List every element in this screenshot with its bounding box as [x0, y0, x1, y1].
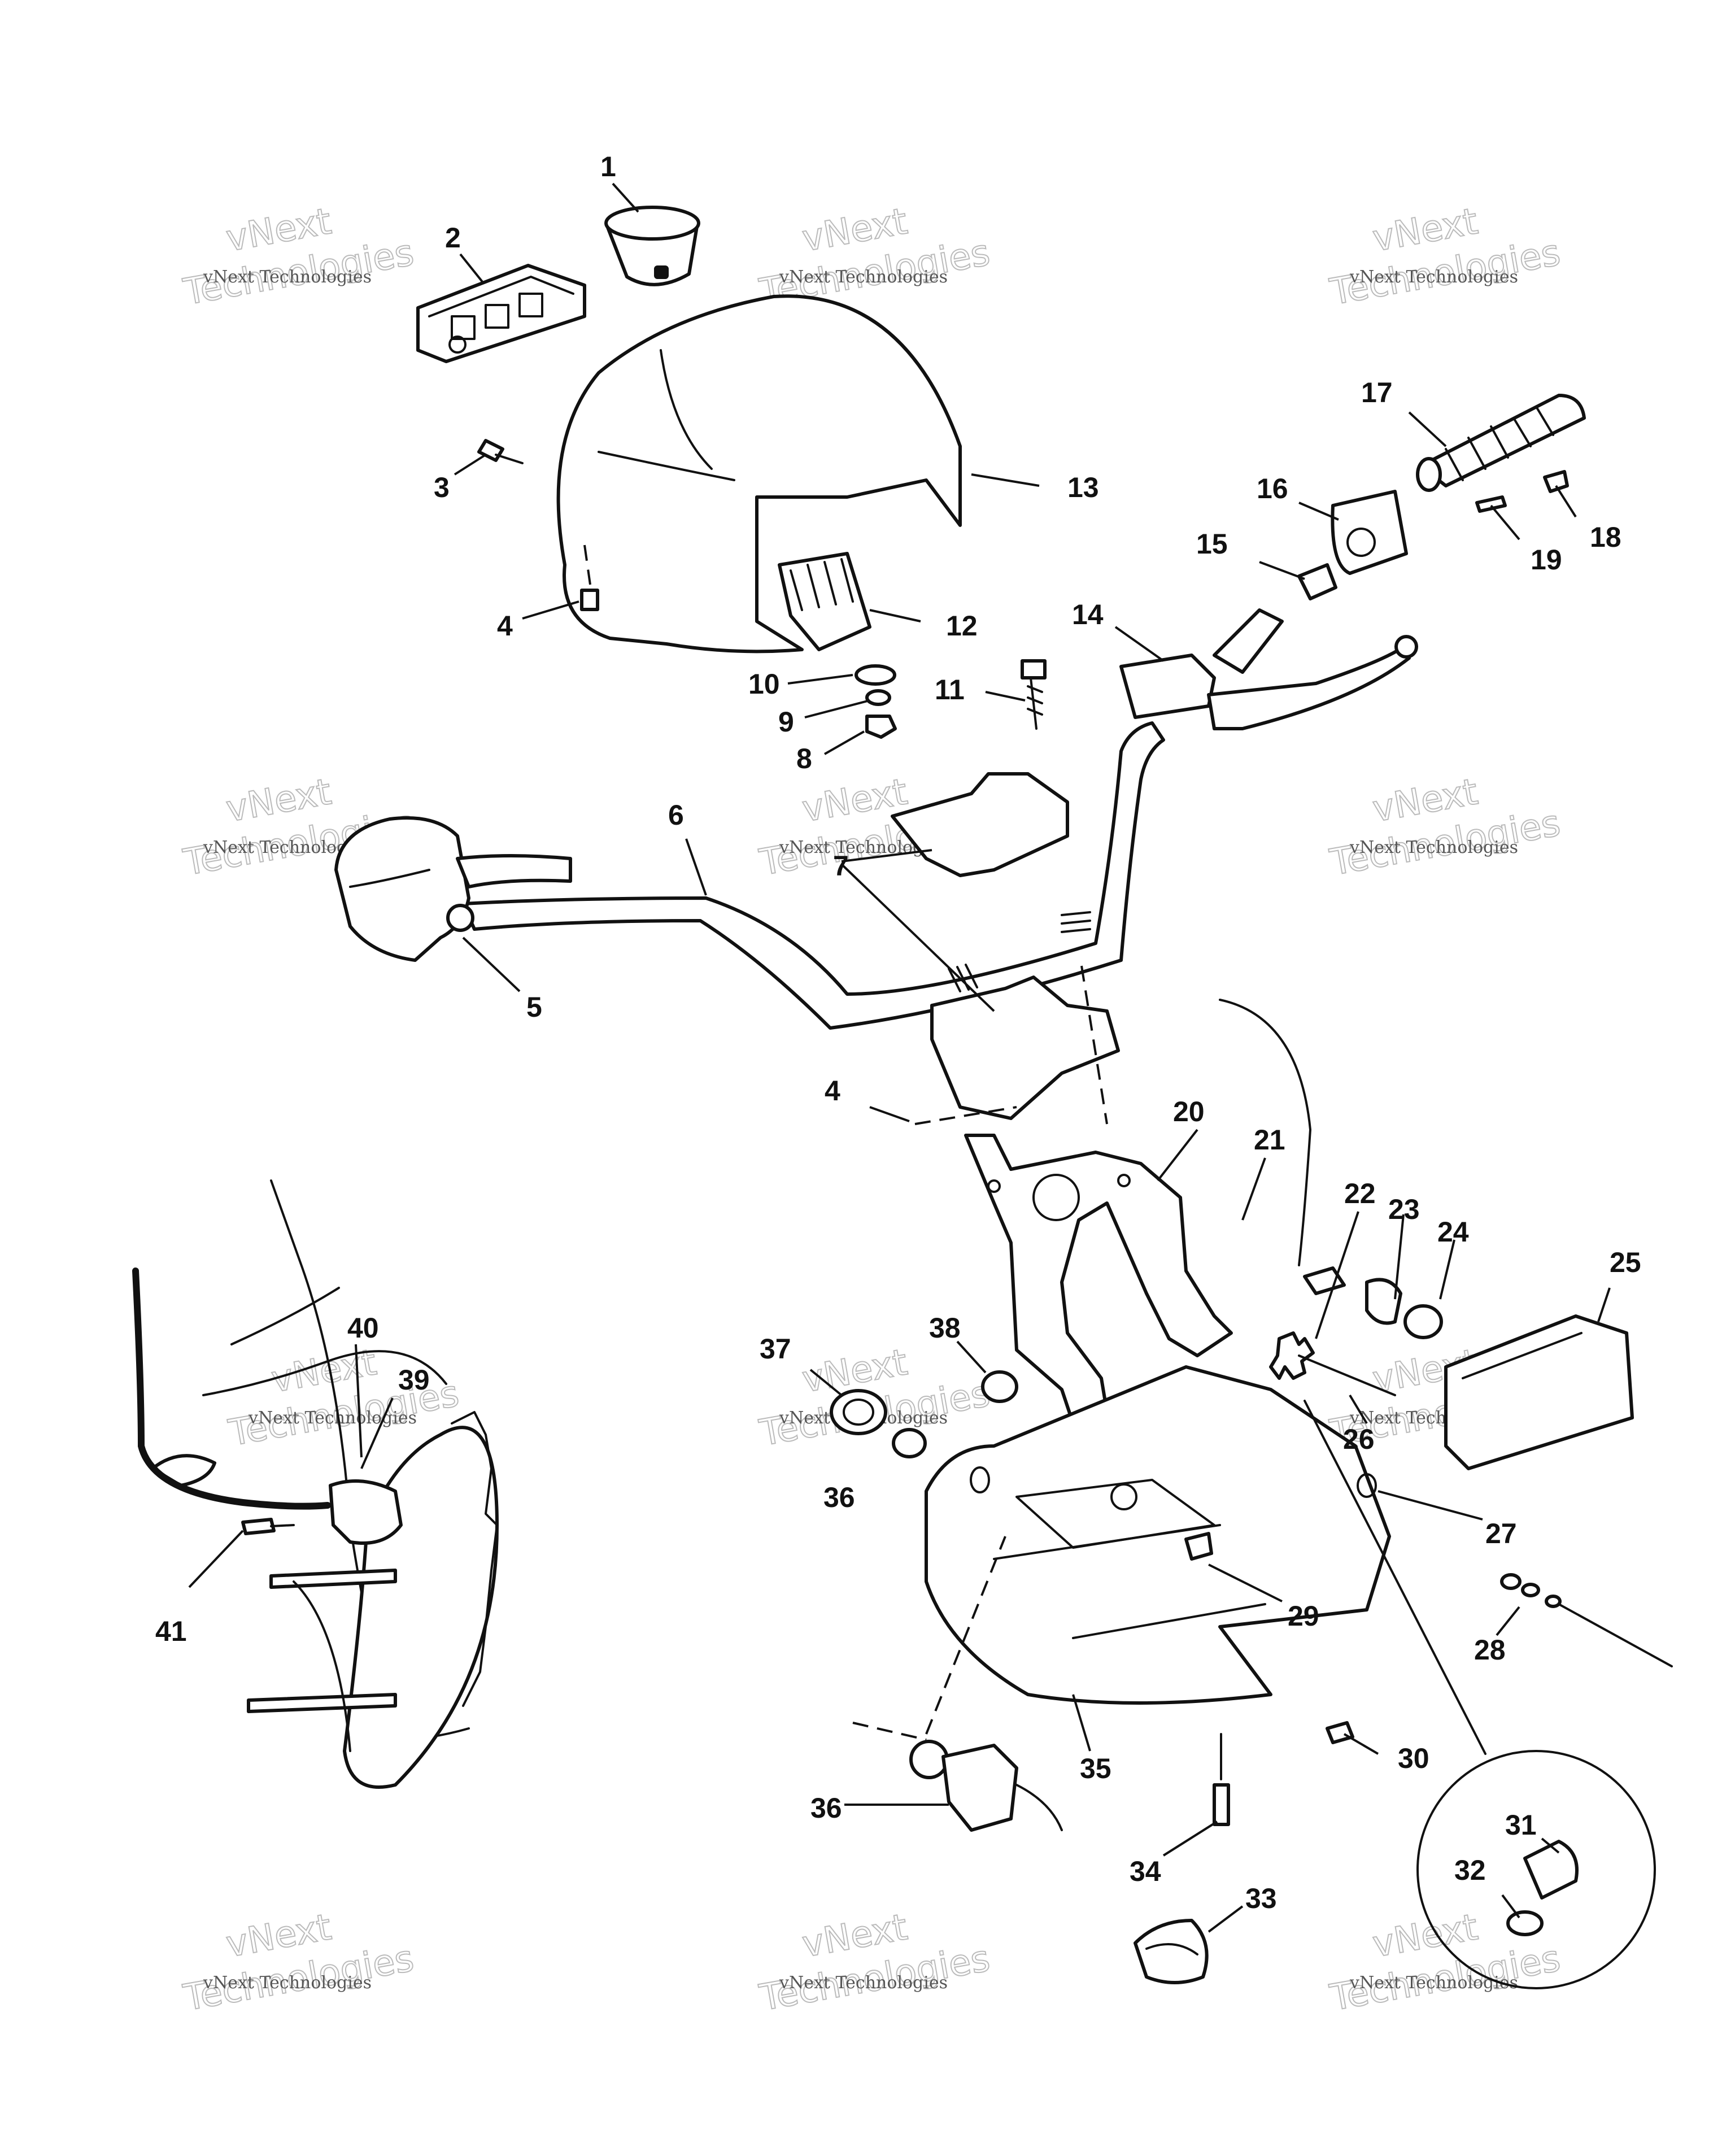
callout-25: 25 — [1610, 1247, 1641, 1278]
watermark-text: vNext Technologies — [1349, 1973, 1518, 1993]
callout-35: 35 — [1080, 1753, 1111, 1784]
callout-26: 26 — [1343, 1423, 1375, 1455]
callout-18: 18 — [1590, 521, 1621, 553]
part-ignition-switch — [852, 1536, 1063, 1832]
callout-13: 13 — [1067, 472, 1099, 503]
part-handlebar — [461, 721, 1165, 1030]
callout-9: 9 — [778, 706, 794, 738]
callout-32: 32 — [1454, 1854, 1486, 1886]
callout-27: 27 — [1485, 1518, 1517, 1549]
watermark-text: vNext Technologies — [779, 267, 948, 287]
callout-10: 10 — [748, 668, 780, 700]
callout-39: 39 — [398, 1364, 430, 1396]
callout-29: 29 — [1288, 1600, 1319, 1632]
watermark-text: vNext Technologies — [1349, 267, 1518, 287]
callout-11: 11 — [935, 674, 965, 705]
part-grip-assembly — [1297, 394, 1586, 600]
callout-33: 33 — [1245, 1883, 1277, 1914]
watermark-text: vNext Technologies — [203, 267, 372, 287]
callout-3: 3 — [434, 472, 450, 503]
callout-7: 7 — [833, 850, 849, 882]
hardware-bolts — [477, 439, 1047, 739]
callout-28: 28 — [1474, 1634, 1506, 1666]
watermark-text: vNext Technologies — [779, 1973, 948, 1993]
callout-4b: 4 — [825, 1075, 840, 1107]
callout-5: 5 — [526, 991, 542, 1023]
hardware-lower — [1184, 1532, 1354, 1826]
part-front-shell — [925, 1365, 1391, 1705]
callout-labels: 1 2 3 4 5 6 7 8 9 10 11 12 13 14 15 16 1… — [155, 151, 1641, 1914]
part-switch-housing — [416, 264, 586, 363]
part-cowl — [556, 294, 962, 654]
callout-31: 31 — [1505, 1809, 1537, 1841]
callout-23: 23 — [1388, 1194, 1420, 1225]
part-speedometer — [604, 206, 700, 286]
callout-4a: 4 — [497, 610, 513, 642]
leader-lines — [188, 182, 1611, 1933]
callout-21: 21 — [1254, 1124, 1285, 1156]
callout-36b: 36 — [823, 1482, 855, 1513]
callout-16: 16 — [1257, 473, 1288, 504]
callout-6: 6 — [668, 799, 684, 831]
callout-22: 22 — [1344, 1178, 1376, 1209]
watermark-text: vNext Technologies — [248, 1408, 417, 1428]
watermark-text: vNext Technologies — [1349, 838, 1518, 857]
part-key-bezel — [830, 1370, 1018, 1458]
callout-24: 24 — [1437, 1216, 1469, 1248]
part-clip — [1134, 1919, 1209, 1984]
callout-41: 41 — [155, 1615, 187, 1647]
callout-37: 37 — [760, 1333, 791, 1365]
callout-14: 14 — [1072, 599, 1104, 630]
callout-15: 15 — [1196, 528, 1228, 560]
inset-detail — [1304, 1400, 1656, 1989]
part-cable-end — [1500, 1573, 1673, 1667]
callout-1: 1 — [600, 151, 616, 182]
callout-38: 38 — [929, 1312, 961, 1344]
callout-36a: 36 — [810, 1792, 842, 1824]
callout-2: 2 — [445, 222, 461, 254]
callout-12: 12 — [946, 610, 978, 642]
part-headlight — [1219, 999, 1634, 1498]
part-bracket — [964, 1134, 1233, 1425]
inset-brake-disc — [132, 1179, 499, 1789]
callout-17: 17 — [1361, 377, 1393, 408]
part-handlebar-clamps — [891, 772, 1120, 1120]
callout-34: 34 — [1130, 1856, 1161, 1887]
callout-40: 40 — [347, 1312, 379, 1344]
callout-8: 8 — [796, 743, 812, 774]
callout-30: 30 — [1398, 1743, 1429, 1774]
part-connector — [778, 552, 871, 651]
part-left-control — [334, 816, 572, 962]
callout-19: 19 — [1531, 544, 1562, 576]
watermark-text: vNext Technologies — [203, 1973, 372, 1993]
part-brake-lever — [1119, 608, 1418, 730]
callout-20: 20 — [1173, 1096, 1205, 1127]
